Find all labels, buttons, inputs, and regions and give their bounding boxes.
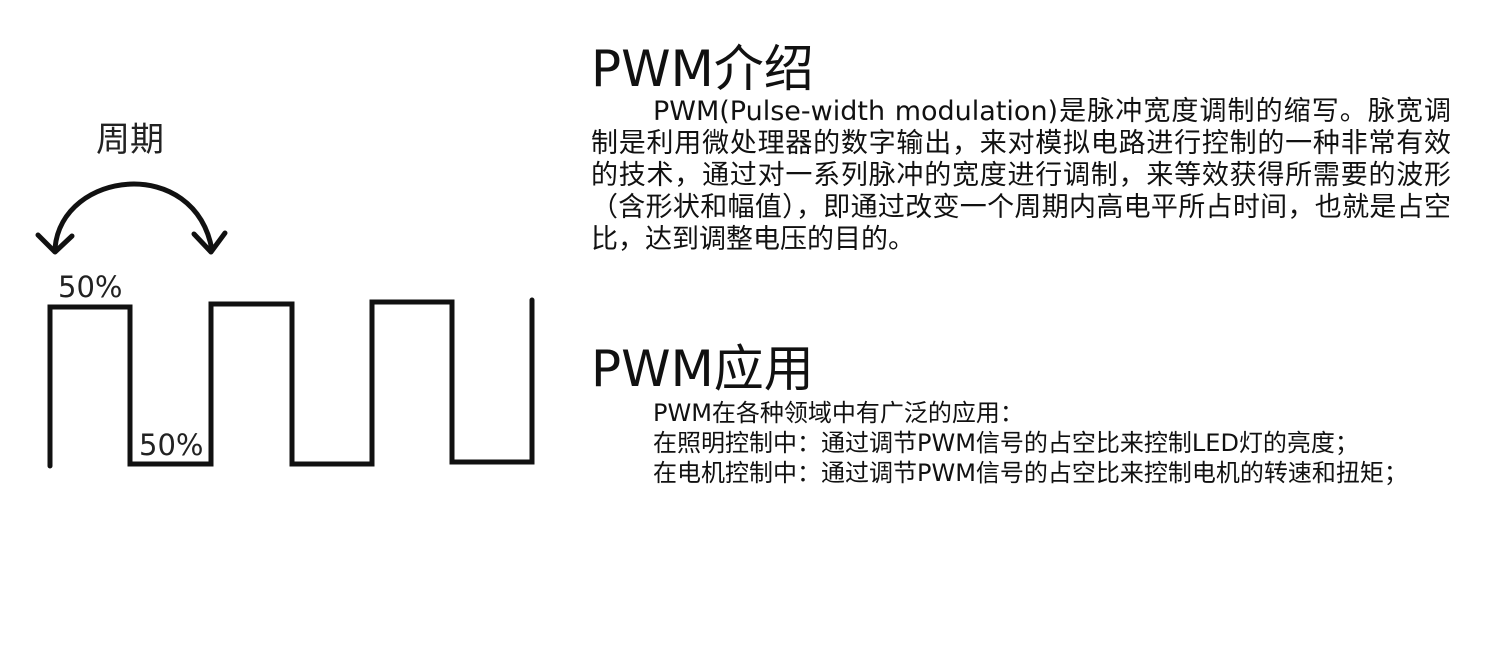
intro-title: PWM介绍	[591, 40, 814, 98]
application-title: PWM应用	[591, 340, 814, 398]
application-paragraph: 在电机控制中：通过调节PWM信号的占空比来控制电机的转速和扭矩；	[653, 459, 1408, 487]
pwm-waveform-diagram: 周期 50% 50%	[35, 120, 535, 469]
application-paragraph: 在照明控制中：通过调节PWM信号的占空比来控制LED灯的亮度；	[653, 429, 1359, 457]
duty-high-label: 50%	[58, 270, 122, 304]
square-wave	[47, 297, 535, 469]
period-label: 周期	[96, 120, 164, 160]
intro-body: PWM(Pulse-width modulation)是脉冲宽度调制的缩写。脉宽…	[591, 96, 1451, 255]
period-arrowhead-right	[191, 230, 228, 255]
period-arc-arrow	[52, 181, 215, 253]
period-arrowhead-left	[35, 232, 75, 255]
application-paragraph: PWM在各种领域中有广泛的应用：	[653, 399, 1024, 427]
duty-low-label: 50%	[139, 428, 203, 462]
application-body: PWM在各种领域中有广泛的应用： 在照明控制中：通过调节PWM信号的占空比来控制…	[591, 398, 1421, 488]
